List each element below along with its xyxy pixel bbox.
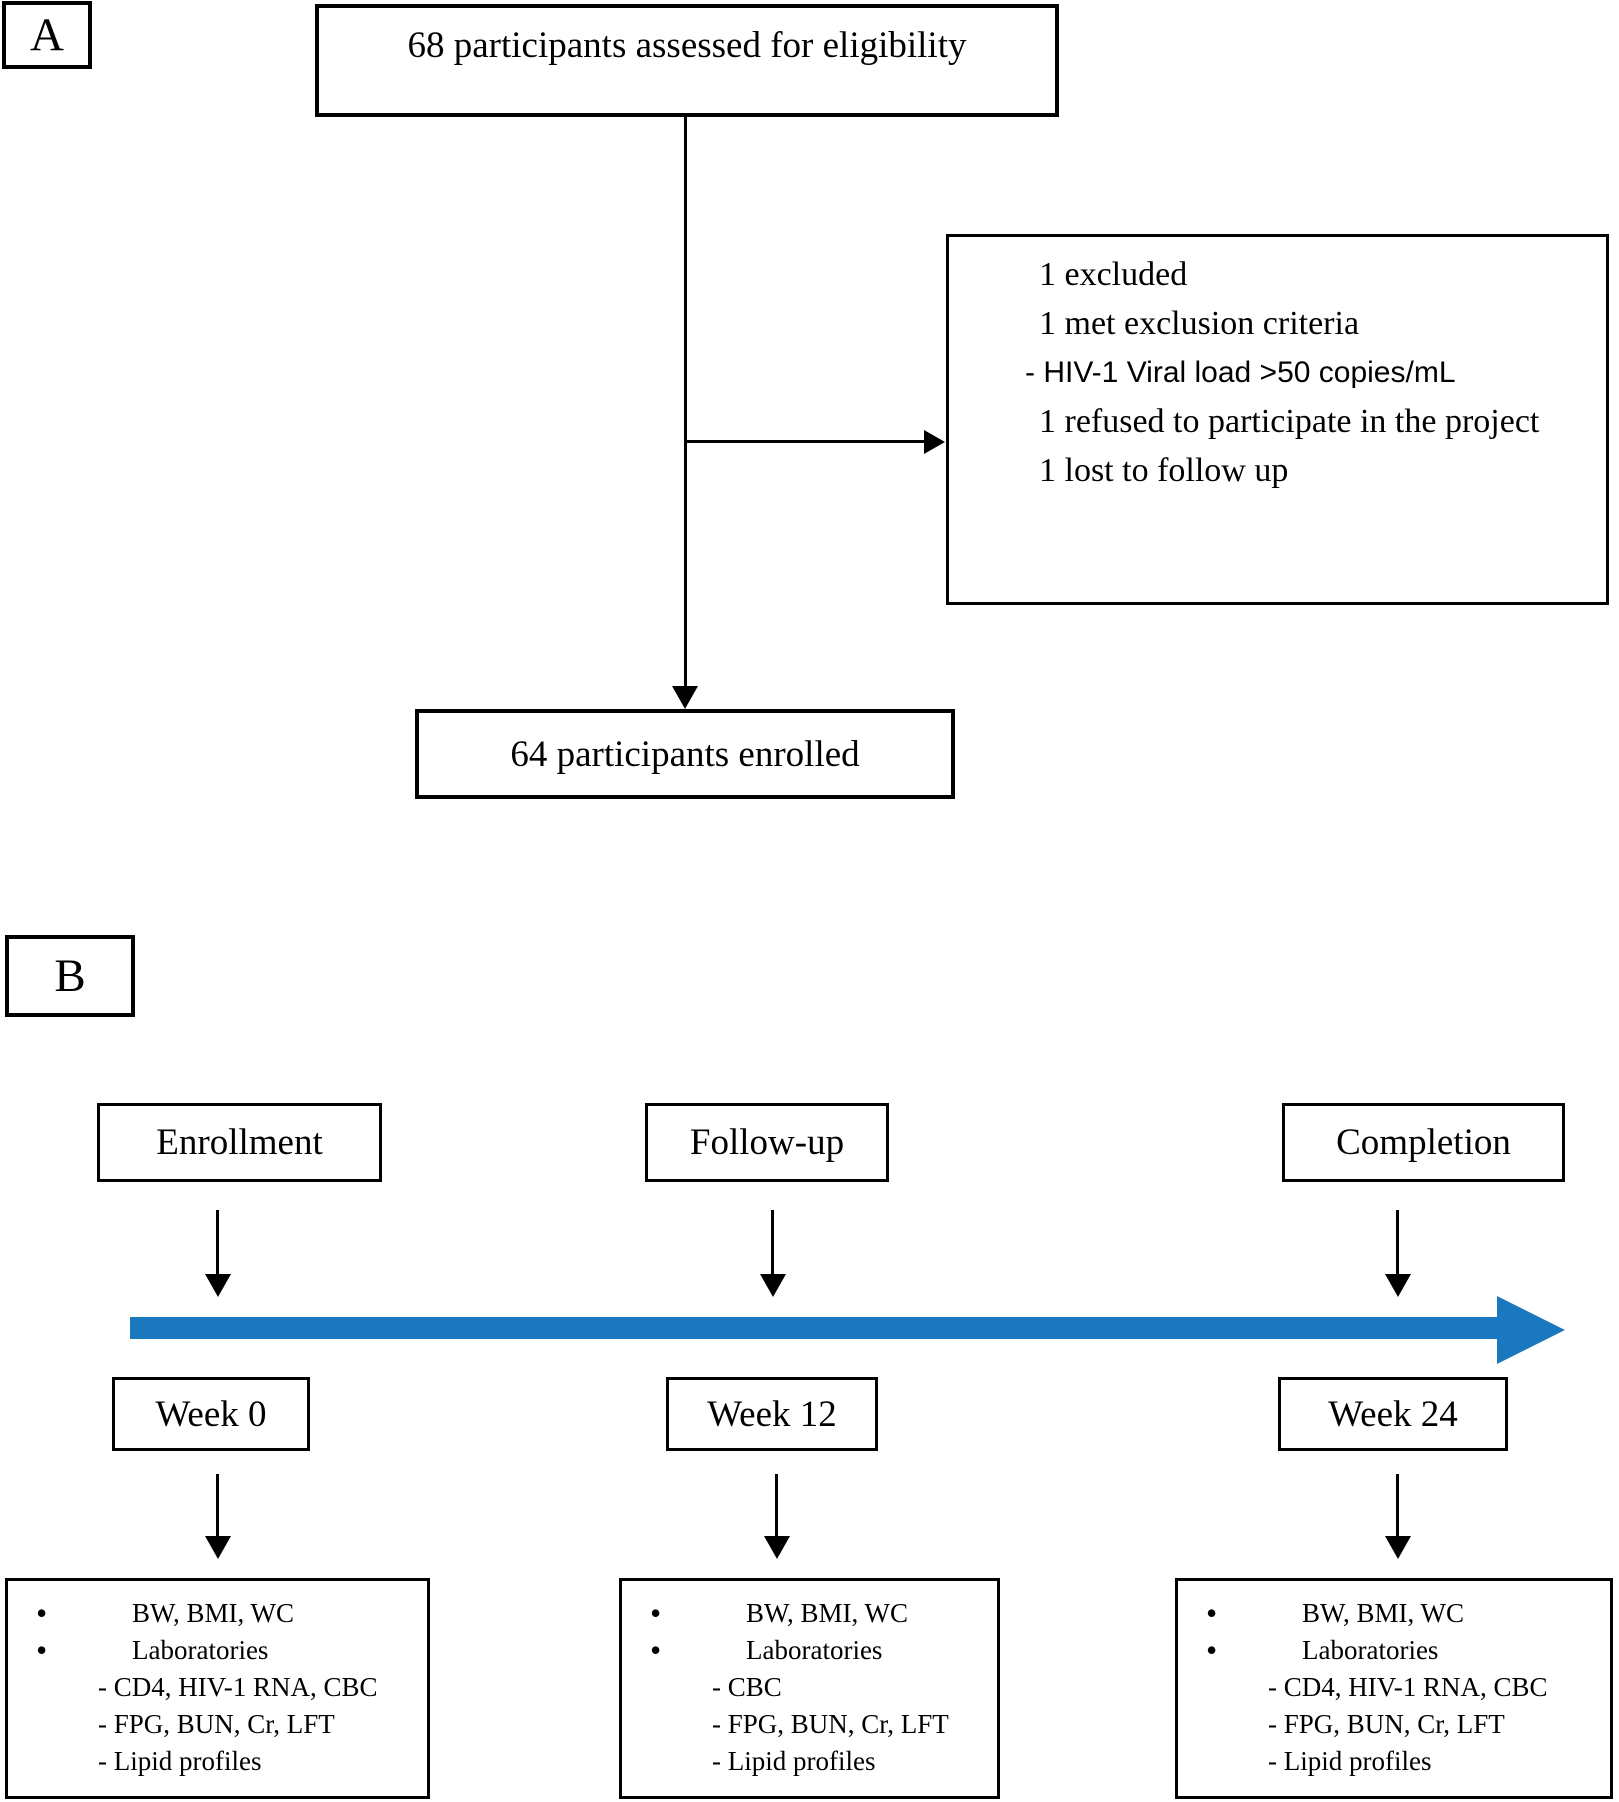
bullet-icon <box>1206 1634 1302 1668</box>
exclusion-arrowhead-right <box>924 430 945 454</box>
stage-arrowhead <box>760 1274 786 1297</box>
excluded-box: 1 excluded 1 met exclusion criteria - HI… <box>946 234 1609 605</box>
assessment-item: BW, BMI, WC <box>1302 1598 1465 1628</box>
week-box-24: Week 24 <box>1278 1377 1508 1451</box>
week-label: Week 0 <box>155 1393 267 1435</box>
stage-arrow-line <box>1396 1210 1399 1276</box>
assessment-item: Laboratories <box>132 1635 269 1665</box>
assessment-item: Laboratories <box>1302 1635 1439 1665</box>
stage-label: Completion <box>1336 1122 1511 1163</box>
excluded-line: 1 excluded <box>1039 256 1188 293</box>
stage-arrow-line <box>216 1210 219 1276</box>
flow-arrowhead-down <box>672 686 698 709</box>
assessment-item: Laboratories <box>746 1635 883 1665</box>
assessment-subitem: - CD4, HIV-1 RNA, CBC <box>98 1672 378 1702</box>
timeline-arrow-body <box>130 1317 1497 1339</box>
assessment-item: BW, BMI, WC <box>746 1598 909 1628</box>
excluded-line-viral-load: - HIV-1 Viral load >50 copies/mL <box>1025 356 1456 389</box>
timeline-arrowhead <box>1497 1296 1565 1364</box>
assessments-box-week24: BW, BMI, WC Laboratories - CD4, HIV-1 RN… <box>1175 1578 1613 1799</box>
stage-label: Enrollment <box>156 1122 323 1163</box>
panel-a-label: A <box>2 1 92 69</box>
week-arrowhead <box>764 1536 790 1559</box>
assessment-subitem: - CBC <box>712 1672 782 1702</box>
stage-arrowhead <box>1385 1274 1411 1297</box>
assessment-subitem: - FPG, BUN, Cr, LFT <box>98 1709 335 1739</box>
assessment-subitem: - FPG, BUN, Cr, LFT <box>712 1709 949 1739</box>
week-box-12: Week 12 <box>666 1377 878 1451</box>
excluded-line: 1 lost to follow up <box>1039 452 1289 489</box>
stage-arrowhead <box>205 1274 231 1297</box>
enrolled-box: 64 participants enrolled <box>415 709 955 799</box>
assessment-subitem: - Lipid profiles <box>1268 1746 1432 1776</box>
bullet-icon <box>36 1597 132 1631</box>
assessments-box-week12: BW, BMI, WC Laboratories - CBC - FPG, BU… <box>619 1578 1000 1799</box>
panel-b-label: B <box>5 935 135 1017</box>
bullet-icon <box>36 1634 132 1668</box>
assessment-item: BW, BMI, WC <box>132 1598 295 1628</box>
excluded-line: 1 met exclusion criteria <box>1039 305 1360 342</box>
week-arrow-line <box>216 1474 219 1538</box>
bullet-icon <box>650 1634 746 1668</box>
assessment-subitem: - CD4, HIV-1 RNA, CBC <box>1268 1672 1548 1702</box>
assessments-box-week0: BW, BMI, WC Laboratories - CD4, HIV-1 RN… <box>5 1578 430 1799</box>
week-arrow-line <box>1396 1474 1399 1538</box>
bullet-icon <box>650 1597 746 1631</box>
stage-box-completion: Completion <box>1282 1103 1565 1182</box>
assessment-subitem: - Lipid profiles <box>98 1746 262 1776</box>
week-box-0: Week 0 <box>112 1377 310 1451</box>
week-arrowhead <box>205 1536 231 1559</box>
excluded-line: 1 refused to participate in the project <box>1039 403 1540 440</box>
week-arrow-line <box>775 1474 778 1538</box>
week-arrowhead <box>1385 1536 1411 1559</box>
enrolled-text: 64 participants enrolled <box>510 733 860 775</box>
stage-arrow-line <box>771 1210 774 1276</box>
exclusion-branch-line <box>686 440 924 443</box>
assessment-subitem: - Lipid profiles <box>712 1746 876 1776</box>
assessed-text: 68 participants assessed for eligibility <box>407 25 967 66</box>
assessed-box: 68 participants assessed for eligibility <box>315 4 1059 117</box>
week-label: Week 24 <box>1328 1393 1458 1435</box>
assessment-subitem: - FPG, BUN, Cr, LFT <box>1268 1709 1505 1739</box>
bullet-icon <box>1206 1597 1302 1631</box>
stage-box-enrollment: Enrollment <box>97 1103 382 1182</box>
stage-box-follow-up: Follow-up <box>645 1103 889 1182</box>
stage-label: Follow-up <box>689 1122 845 1163</box>
flow-line-vertical <box>684 117 687 687</box>
week-label: Week 12 <box>707 1393 837 1435</box>
